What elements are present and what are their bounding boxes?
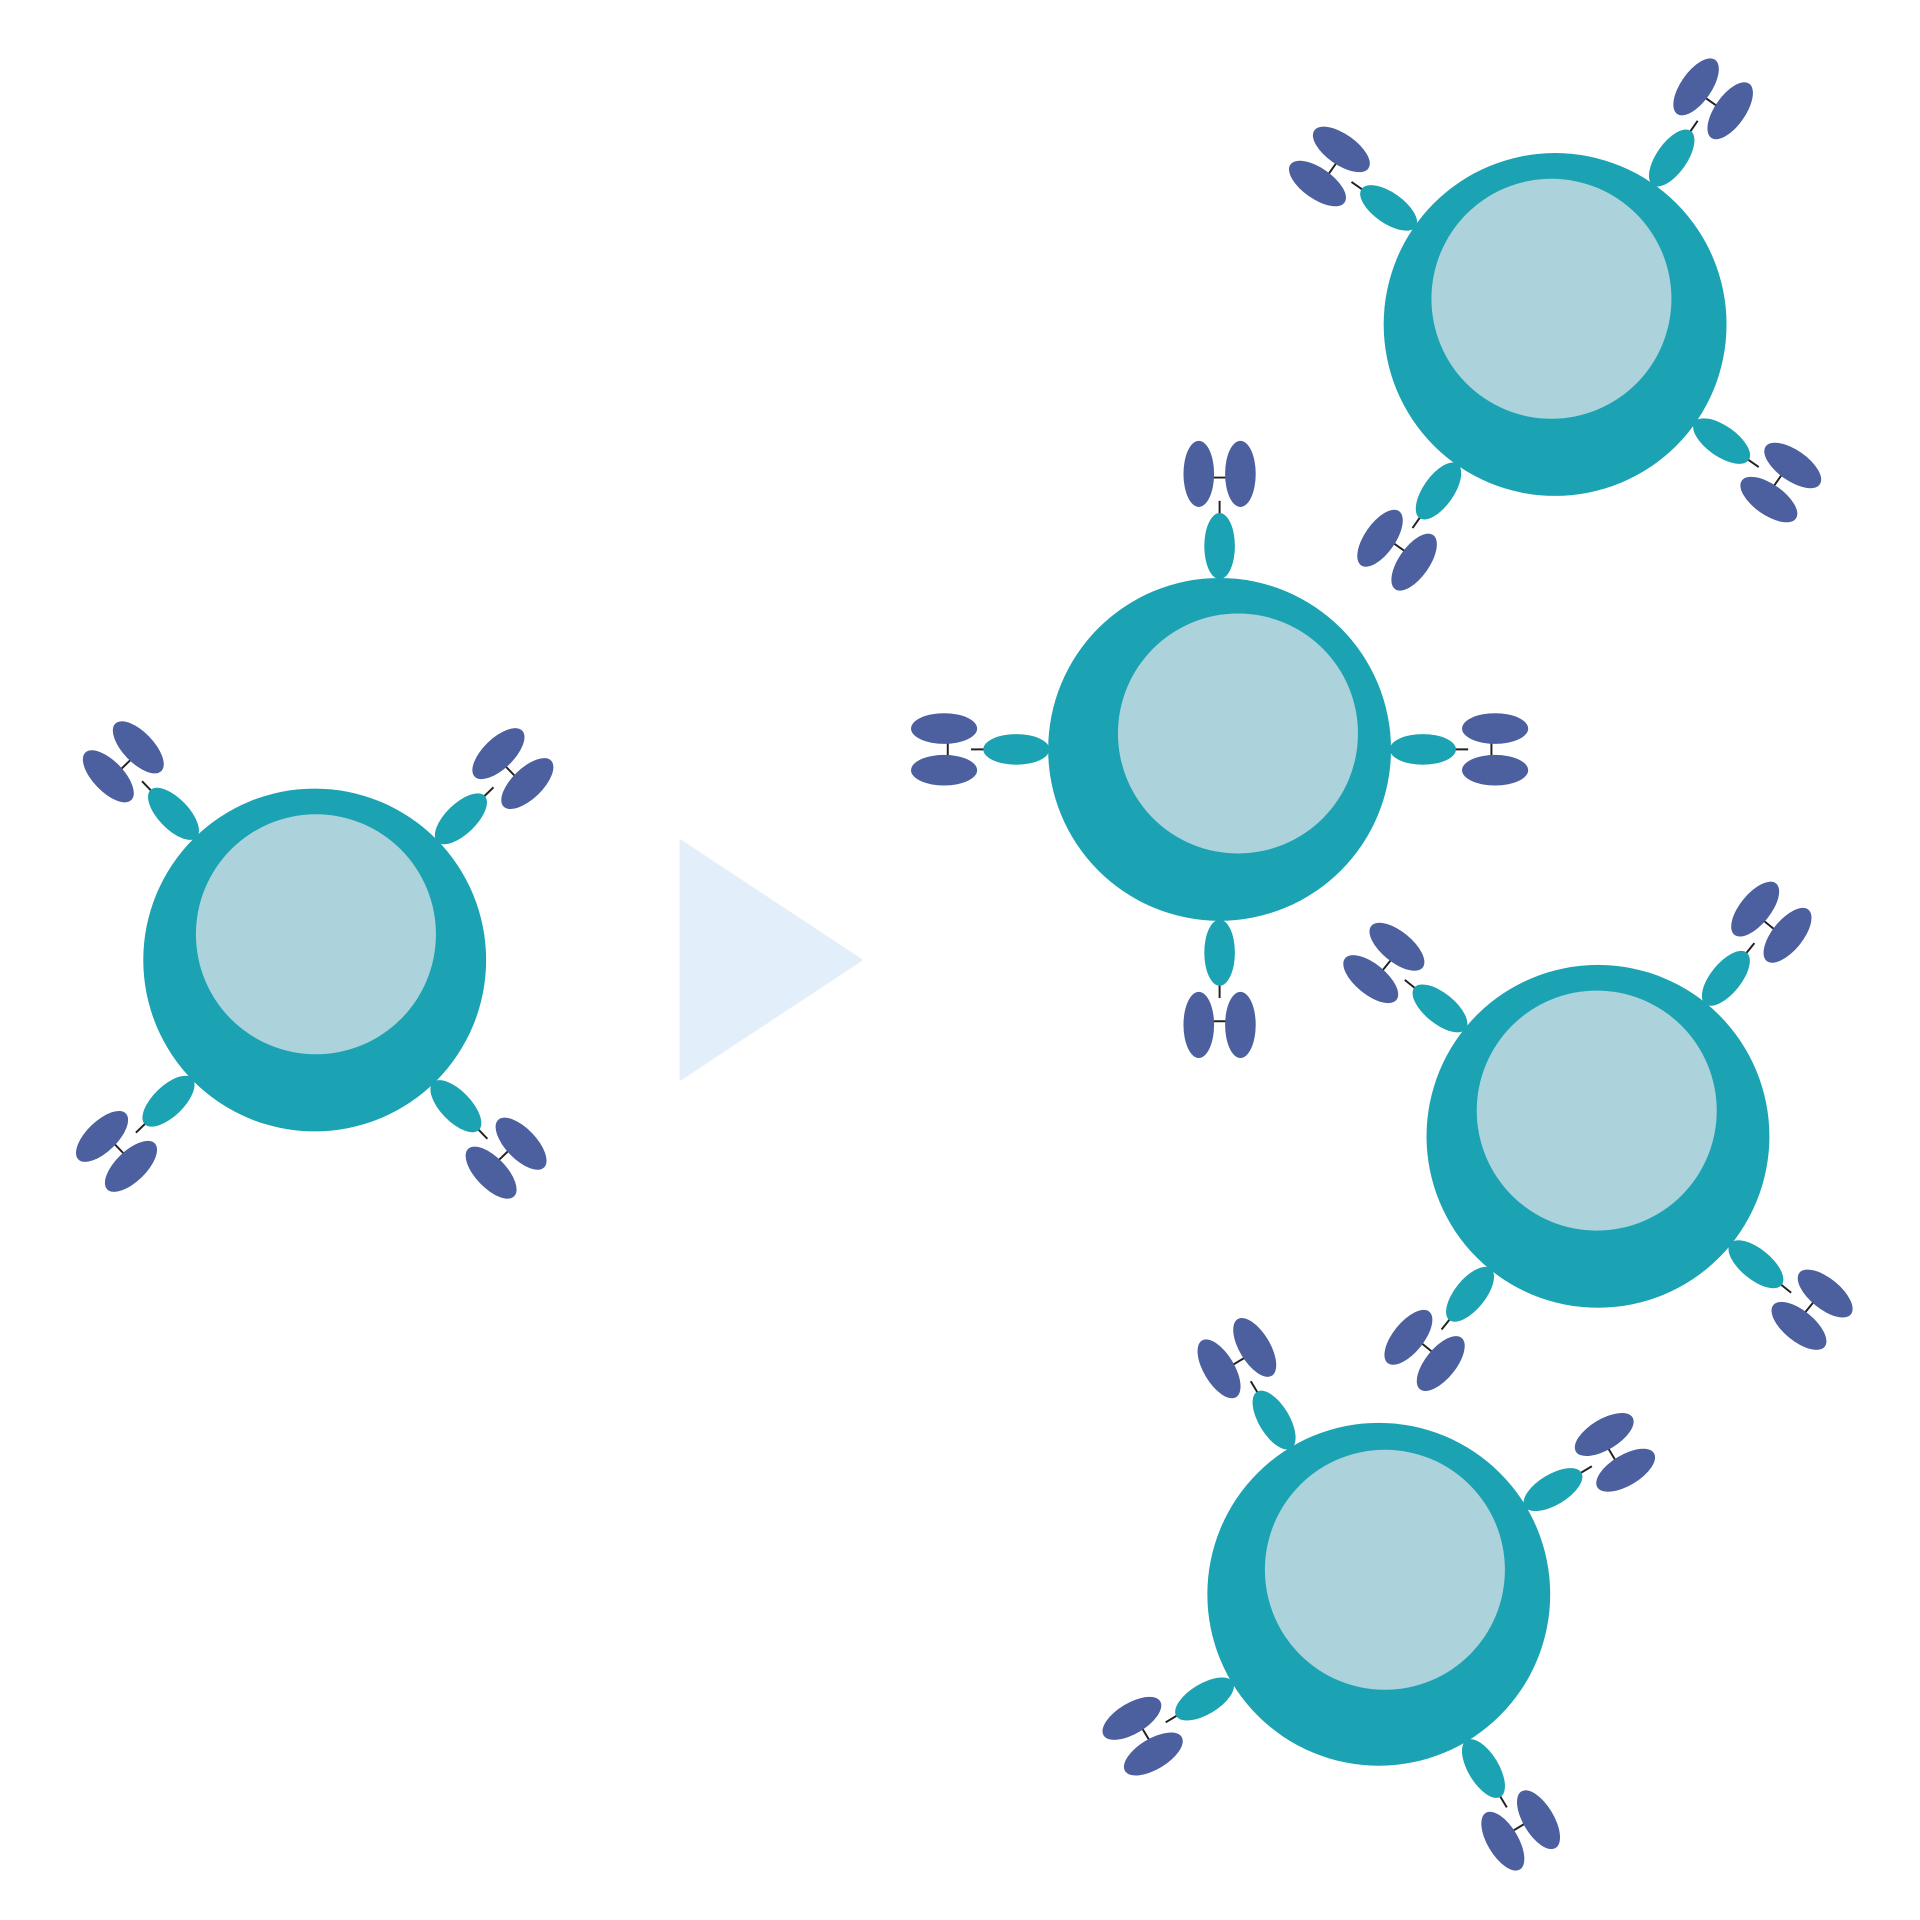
receptor-stalk [1360, 185, 1418, 231]
receptor-head [1233, 1317, 1277, 1377]
receptor-head [1343, 955, 1399, 1004]
receptor-head [1416, 1336, 1465, 1391]
receptor-stalk [1446, 1266, 1495, 1322]
receptor-icon [1461, 1739, 1561, 1871]
receptor-head [1225, 440, 1256, 507]
receptor-head [1102, 1696, 1162, 1740]
receptor-stalk [1175, 1677, 1234, 1721]
receptor-head [1462, 754, 1529, 786]
receptor-icon [1384, 1266, 1495, 1391]
receptor-stalk [1648, 129, 1695, 187]
cells-layer [75, 58, 1853, 1871]
receptor-head [1481, 1811, 1525, 1871]
daughter-cell [1102, 1317, 1656, 1871]
receptor-stalk [430, 1080, 482, 1133]
receptor-head [1197, 1339, 1241, 1399]
receptor-connector [1778, 1281, 1792, 1294]
daughter-cell [1343, 881, 1853, 1391]
receptor-stalk [434, 793, 487, 845]
receptor-head [1763, 907, 1812, 963]
receptor-icon [75, 1075, 195, 1192]
receptor-head [1797, 1269, 1853, 1318]
receptor-stalk [1415, 462, 1462, 520]
daughter-cell [1289, 58, 1822, 591]
receptor-connector [1745, 457, 1760, 468]
receptor-head [501, 758, 554, 810]
receptor-connector [1743, 942, 1756, 957]
receptor-icon [1289, 126, 1418, 231]
receptor-head [104, 1140, 158, 1192]
receptor-stalk [148, 787, 199, 840]
receptor-head [1740, 476, 1798, 523]
source-cell [75, 721, 554, 1199]
receptor-stalk [1728, 1240, 1784, 1289]
receptor-head [1596, 1448, 1656, 1492]
receptor-icon [1343, 922, 1468, 1033]
cell-nucleus [1264, 1449, 1505, 1690]
receptor-stalk [1204, 919, 1235, 986]
receptor-icon [1183, 440, 1256, 580]
receptor-head [75, 1110, 129, 1162]
receptor-stalk [142, 1075, 195, 1127]
receptor-icon [1102, 1677, 1234, 1776]
receptor-head [1225, 991, 1256, 1058]
receptor-head [1517, 1790, 1561, 1850]
receptor-head [1771, 1301, 1827, 1350]
receptor-head [112, 721, 164, 774]
receptor-stalk [1461, 1739, 1505, 1798]
receptor-head [472, 728, 525, 780]
receptor-stalk [1204, 513, 1235, 580]
receptor-head [911, 713, 978, 744]
receptor-head [1574, 1413, 1634, 1457]
receptor-head [1462, 713, 1529, 744]
receptor-icon [1523, 1413, 1656, 1512]
receptor-head [1123, 1732, 1183, 1776]
receptor-stalk [1412, 984, 1468, 1033]
receptor-head [1312, 126, 1370, 173]
receptor-head [495, 1117, 547, 1170]
receptor-stalk [1701, 950, 1750, 1006]
receptor-head [465, 1146, 517, 1199]
receptor-head [1369, 922, 1425, 971]
receptor-stalk [1389, 734, 1456, 765]
receptor-stalk [1523, 1468, 1583, 1512]
receptor-stalk [1693, 418, 1751, 464]
receptor-icon [1197, 1317, 1296, 1450]
receptor-icon [434, 728, 554, 845]
receptor-head [1707, 82, 1753, 140]
receptor-head [82, 750, 134, 803]
receptor-head [911, 754, 978, 786]
receptor-head [1731, 881, 1780, 937]
receptor-icon [1357, 462, 1462, 591]
receptor-icon [1728, 1240, 1853, 1350]
receptor-stalk [1252, 1390, 1296, 1450]
arrow-icon [679, 838, 864, 1082]
receptor-head [1183, 440, 1215, 507]
receptor-icon [1389, 713, 1529, 786]
cell-nucleus [1117, 613, 1358, 854]
receptor-stalk [983, 734, 1050, 765]
receptor-head [1391, 533, 1437, 591]
receptor-icon [1701, 881, 1812, 1006]
daughter-cell [911, 440, 1529, 1058]
receptor-head [1289, 160, 1346, 207]
receptor-icon [430, 1080, 547, 1199]
receptor-connector [141, 780, 154, 794]
receptor-head [1384, 1309, 1433, 1365]
receptor-icon [1693, 418, 1822, 523]
receptor-icon [1183, 919, 1256, 1058]
receptor-icon [1648, 58, 1753, 187]
receptor-connector [1165, 1713, 1180, 1724]
receptor-head [1357, 509, 1403, 567]
cell-nucleus [195, 814, 436, 1055]
receptor-icon [911, 713, 1050, 786]
cell-nucleus [1476, 990, 1717, 1231]
receptor-head [1764, 442, 1822, 489]
receptor-head [1183, 991, 1215, 1058]
receptor-icon [82, 721, 199, 840]
receptor-head [1673, 58, 1719, 116]
cell-nucleus [1431, 178, 1672, 419]
